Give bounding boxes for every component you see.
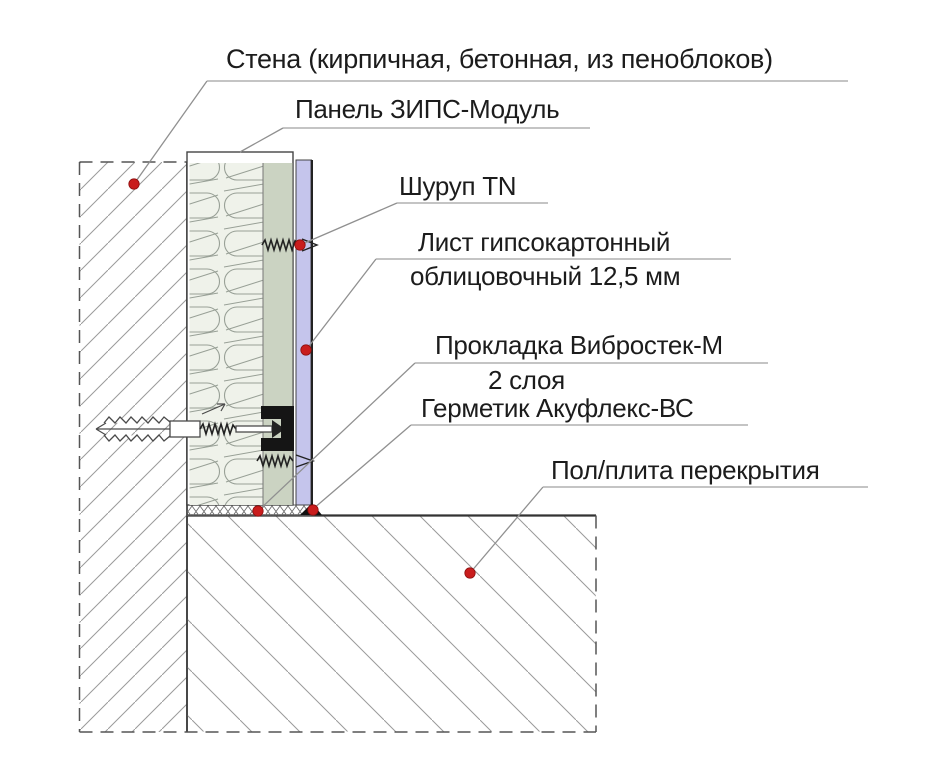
dowel-tip xyxy=(95,422,170,436)
label-gypsum-line1: Лист гипсокартонный xyxy=(418,227,671,257)
label-gasket-line1: Прокладка Вибростек-М xyxy=(435,330,723,360)
label-wall: Стена (кирпичная, бетонная, из пеноблоко… xyxy=(226,44,773,74)
leader-wall xyxy=(133,80,208,185)
marker-dot-screw xyxy=(294,239,306,251)
label-gasket-line2: 2 слоя xyxy=(488,365,565,395)
dowel-ribs-top xyxy=(103,416,171,424)
dowel-ribs-bottom xyxy=(103,434,171,442)
marker-dot-gasket xyxy=(252,505,264,517)
marker-dot-sealant xyxy=(307,504,319,516)
tn-screw-lower-thread xyxy=(256,453,294,469)
leader-floor xyxy=(469,486,544,574)
tn-screw-upper xyxy=(261,237,319,253)
leader-gypsum xyxy=(305,258,377,351)
tn-screw-upper-tip xyxy=(301,238,319,252)
leader-panel xyxy=(239,127,284,153)
label-panel: Панель ЗИПС-Модуль xyxy=(295,94,560,124)
label-gypsum-line2: облицовочный 12,5 мм xyxy=(410,261,681,291)
marker-dot-gypsum xyxy=(300,344,312,356)
leader-sealant xyxy=(312,424,412,510)
anchor-thread xyxy=(199,421,237,437)
anchor-screw-head xyxy=(272,420,282,438)
marker-dot-wall xyxy=(128,178,140,190)
label-floor: Пол/плита перекрытия xyxy=(551,455,820,485)
anchor-sleeve xyxy=(169,420,201,438)
anchor-shaft xyxy=(235,425,273,433)
tn-screw-lower xyxy=(256,453,316,469)
wall-section xyxy=(78,161,188,732)
label-underlines xyxy=(207,80,868,488)
floor-hatch-area xyxy=(187,515,596,732)
gypsum-board-layer xyxy=(295,159,313,506)
anchor-dowel-assembly xyxy=(95,403,294,451)
floor-slab xyxy=(79,514,597,733)
zips-panel xyxy=(186,151,294,506)
tn-screw-lower-tip xyxy=(295,454,316,468)
marker-dot-floor xyxy=(464,567,476,579)
leader-screw xyxy=(299,202,398,246)
gypsum-board xyxy=(295,159,312,506)
mineral-wool-pattern xyxy=(189,163,263,505)
marker-dots xyxy=(128,178,476,579)
dowel-flag xyxy=(201,403,226,415)
wall-hatch-area xyxy=(79,162,187,732)
isolator-bottom-flange xyxy=(261,438,282,451)
leader-gasket xyxy=(257,362,416,512)
isolator-web xyxy=(281,406,294,451)
vibro-gasket-strip xyxy=(186,504,315,516)
tn-screw-upper-thread xyxy=(261,237,299,253)
leader-lines xyxy=(133,80,544,574)
isolator-top-flange xyxy=(261,406,282,419)
label-screw: Шуруп TN xyxy=(399,171,517,201)
label-sealant: Герметик Акуфлекс-ВС xyxy=(421,393,694,423)
